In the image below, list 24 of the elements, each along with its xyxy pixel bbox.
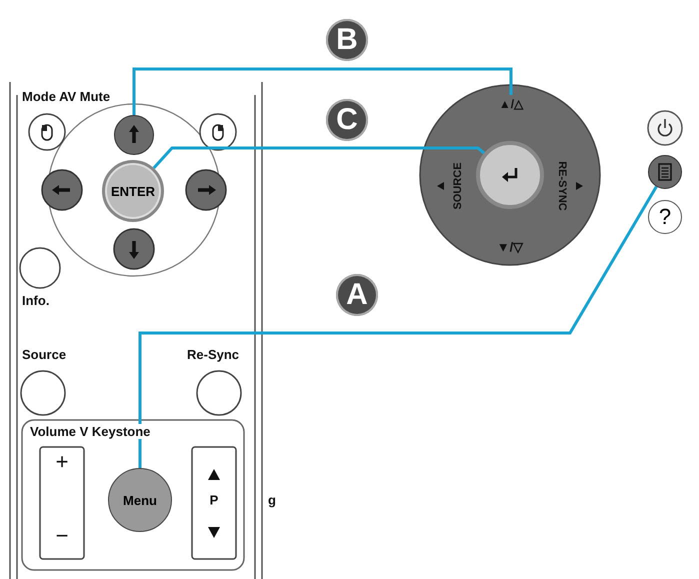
keypad-label: RE-SYNC (556, 161, 568, 211)
enter-button: ENTER (102, 160, 164, 222)
button-label: P (210, 492, 218, 508)
callout-letter: B (326, 19, 368, 61)
plus-sign: + (56, 449, 68, 475)
keypad-label: ▲/△ (494, 95, 528, 113)
button-label: Source (22, 347, 66, 362)
help-button: ? (648, 200, 682, 234)
connector-line (132, 68, 512, 115)
connector-line (138, 186, 658, 468)
menu-button (648, 155, 682, 189)
up-arrow-button (114, 115, 154, 155)
keypad-label: SOURCE (452, 162, 464, 210)
callout-letter: A (336, 274, 378, 316)
keypad-label: ▼/▽ (496, 240, 524, 254)
connector-line (152, 146, 485, 170)
callout-letter: C (326, 99, 368, 141)
menu-button: Menu (108, 468, 172, 532)
button-label: Re-Sync (187, 347, 240, 362)
minus-sign: − (56, 523, 68, 549)
button-label: Info. (22, 293, 50, 308)
panel-label: Volume V Keystone (30, 424, 150, 439)
button-label: Mode AV Mute (22, 89, 110, 104)
stray-letter: g (268, 492, 276, 508)
